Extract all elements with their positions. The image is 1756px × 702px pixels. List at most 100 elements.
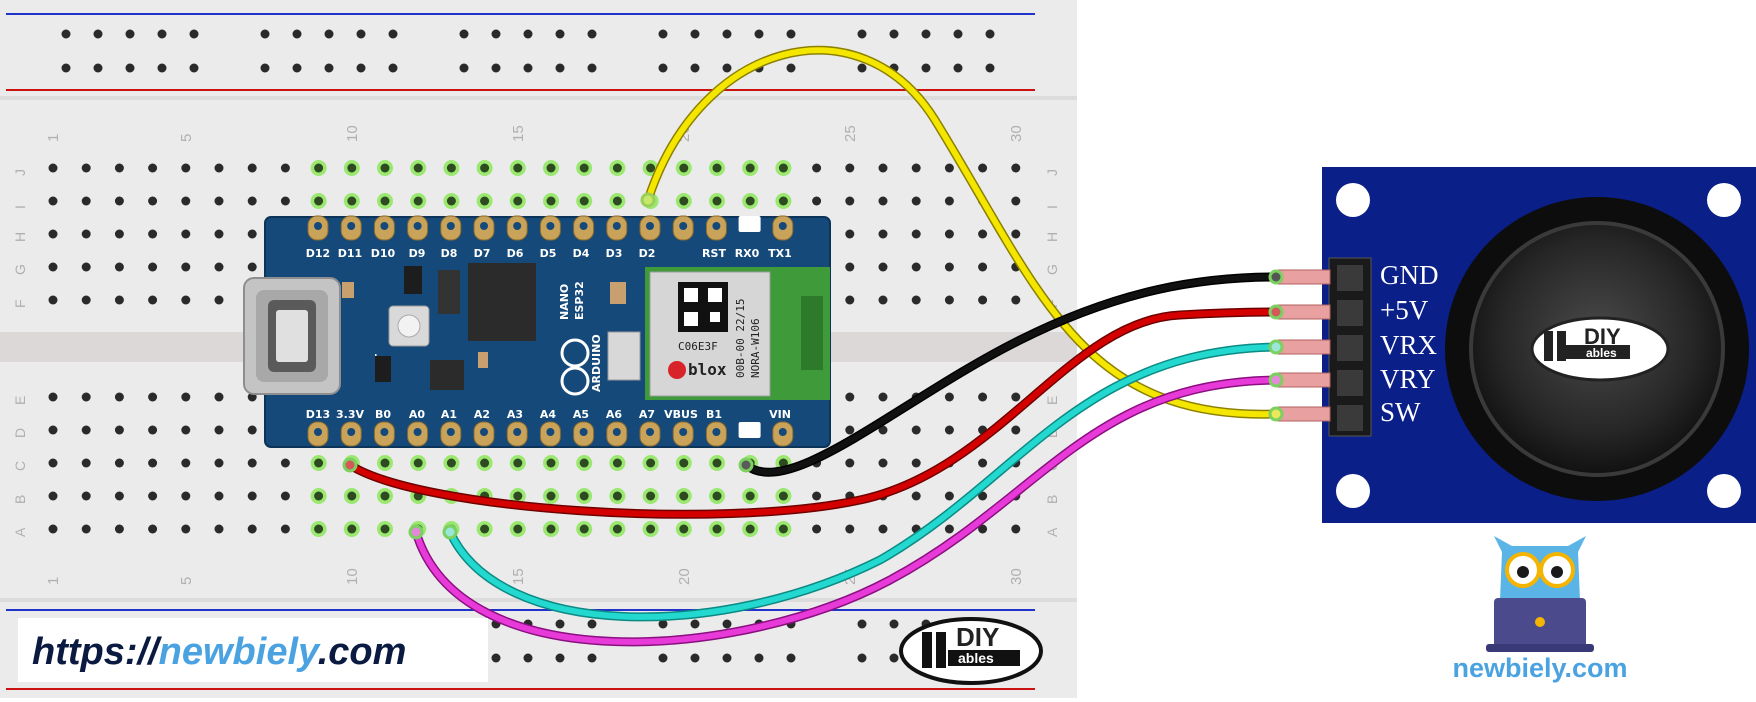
breadboard-hole [911,163,921,173]
row-letter: J [1044,169,1060,176]
column-number: 20 [676,568,693,585]
pin-label-bottom: A7 [639,408,655,421]
rail-hole [93,29,103,39]
rail-hole [459,63,469,73]
breadboard-hole [380,458,390,468]
breadboard-hole [845,295,855,305]
rail-hole [658,653,668,663]
breadboard-hole [712,163,722,173]
breadboard-hole [845,524,855,534]
breadboard-hole [81,163,91,173]
breadboard-hole [214,163,224,173]
rail-hole [953,63,963,73]
breadboard-hole [181,295,191,305]
url-prefix: https:// [32,631,162,673]
breadboard-hole [347,163,357,173]
breadboard-hole [978,491,988,501]
row-letter: J [12,169,28,176]
row-letter: E [12,396,28,405]
rail-hole [722,29,732,39]
pin-label-top: D4 [573,247,590,260]
nano-label: NANO [558,284,571,320]
breadboard-hole [114,229,124,239]
pin-label-bottom: 3.3V [336,408,364,421]
breadboard-hole [347,491,357,501]
brand-text: newbiely.com [1452,653,1627,683]
arduino-infinity-logo [560,338,590,396]
pin-hole [314,428,322,436]
row-letter: H [1044,232,1060,242]
breadboard-hole [247,163,257,173]
breadboard-hole [446,458,456,468]
breadboard-hole [380,163,390,173]
rail-hole [555,653,565,663]
breadboard-hole [646,458,656,468]
arduino-nano-esp32: D12 D11 D10 D9 D8 D7 D6 D5 D4 D3 D2 RST … [243,215,831,448]
crystal [607,331,641,381]
pin-label-bottom: B1 [706,408,722,421]
logo-ables-text: ables [958,650,994,666]
mounting-hole [1336,474,1370,508]
breadboard-hole [247,196,257,206]
pin-hole [646,222,654,230]
breadboard-hole [944,196,954,206]
rail-hole [491,63,501,73]
breadboard-hole [480,163,490,173]
breadboard-hole [48,392,58,402]
wire-end-dot [640,192,656,208]
breadboard-hole [978,163,988,173]
breadboard-hole [978,229,988,239]
rail-hole [555,619,565,629]
breadboard-hole [48,196,58,206]
breadboard-hole [944,163,954,173]
breadboard-hole [114,458,124,468]
rail-hole [555,63,565,73]
row-letter: A [1044,527,1060,537]
row-letter: G [12,264,28,275]
breadboard-hole [978,458,988,468]
pin-hole [413,222,422,230]
url-name: newbiely [159,631,321,673]
rail-hole [889,619,899,629]
breadboard-hole [1011,229,1021,239]
breadboard-hole [81,491,91,501]
breadboard-hole [48,458,58,468]
column-number: 15 [510,568,527,585]
rail-hole [658,29,668,39]
breadboard-hole [148,425,158,435]
breadboard-hole [148,392,158,402]
breadboard-hole [712,196,722,206]
breadboard-hole [247,262,257,272]
wires [342,45,1281,647]
breadboard-hole [944,491,954,501]
pin-pad [738,216,761,232]
breadboard-hole [911,229,921,239]
logo-diy-text: DIY [956,622,999,652]
pin-label-top: D8 [441,247,458,260]
breadboard-hole [579,163,589,173]
breadboard-hole [214,491,224,501]
rail-hole [587,63,597,73]
rail-hole [921,29,931,39]
pin-hole [347,428,356,436]
rail-hole [388,63,398,73]
mounting-hole [1707,474,1741,508]
breadboard-hole [878,262,888,272]
pin-hole [712,222,721,230]
breadboard-hole [546,491,556,501]
rail-hole [61,63,71,73]
breadboard-hole [181,425,191,435]
breadboard-hole [148,163,158,173]
breadboard-hole [214,196,224,206]
reset-button[interactable] [388,305,430,347]
breadboard-hole [148,458,158,468]
pin-hole [347,222,356,230]
breadboard-hole [612,524,622,534]
row-letter: I [1044,205,1060,209]
wire-end-dot [1268,269,1284,285]
breadboard-hole [944,392,954,402]
breadboard-hole [646,163,656,173]
breadboard-hole [314,163,324,173]
url-link[interactable]: https://newbiely.com [32,631,406,673]
header-pin [1277,339,1331,355]
